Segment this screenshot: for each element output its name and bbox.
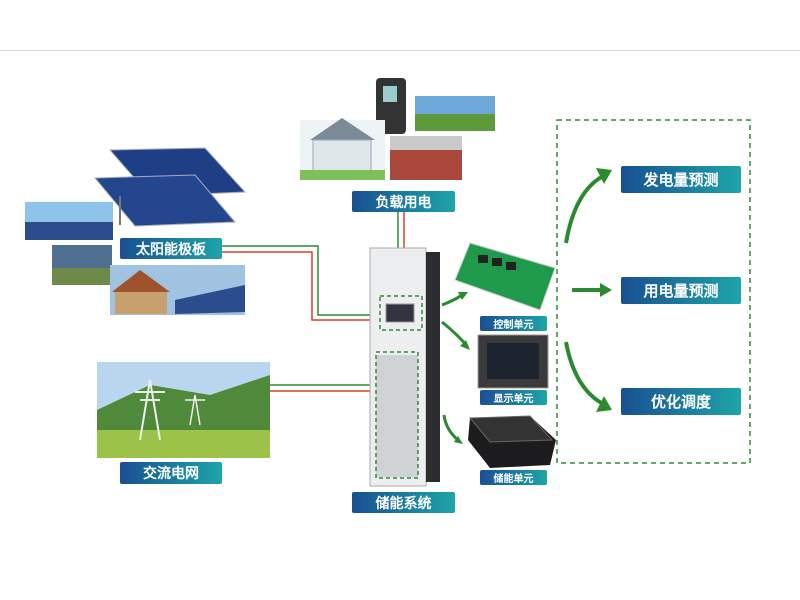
optimized-dispatch-label: 优化调度 <box>621 388 741 415</box>
unit-arrows <box>441 293 468 442</box>
consumption-forecast-label: 用电量预测 <box>621 277 741 304</box>
solar-panel-label: 太阳能极板 <box>120 238 222 259</box>
load-image <box>300 78 495 180</box>
grid-label: 交流电网 <box>120 462 222 484</box>
power-lines <box>222 212 405 392</box>
display-panel-image <box>477 334 549 389</box>
control-unit-label: 控制单元 <box>480 316 547 331</box>
unit-arrowheads <box>454 292 470 444</box>
storage-unit-label: 储能单元 <box>480 470 547 485</box>
control-board-image <box>454 242 556 311</box>
top-divider <box>0 50 800 51</box>
solar-panel-image <box>25 147 247 315</box>
power-grid-image <box>97 362 270 458</box>
load-label: 负载用电 <box>352 191 455 212</box>
function-arrows <box>564 168 612 412</box>
energy-storage-cabinet <box>369 247 440 487</box>
analysis-box <box>556 119 751 464</box>
generation-forecast-label: 发电量预测 <box>621 166 741 193</box>
display-unit-label: 显示单元 <box>480 390 547 405</box>
battery-image <box>468 415 556 468</box>
storage-system-label: 储能系统 <box>352 492 455 513</box>
